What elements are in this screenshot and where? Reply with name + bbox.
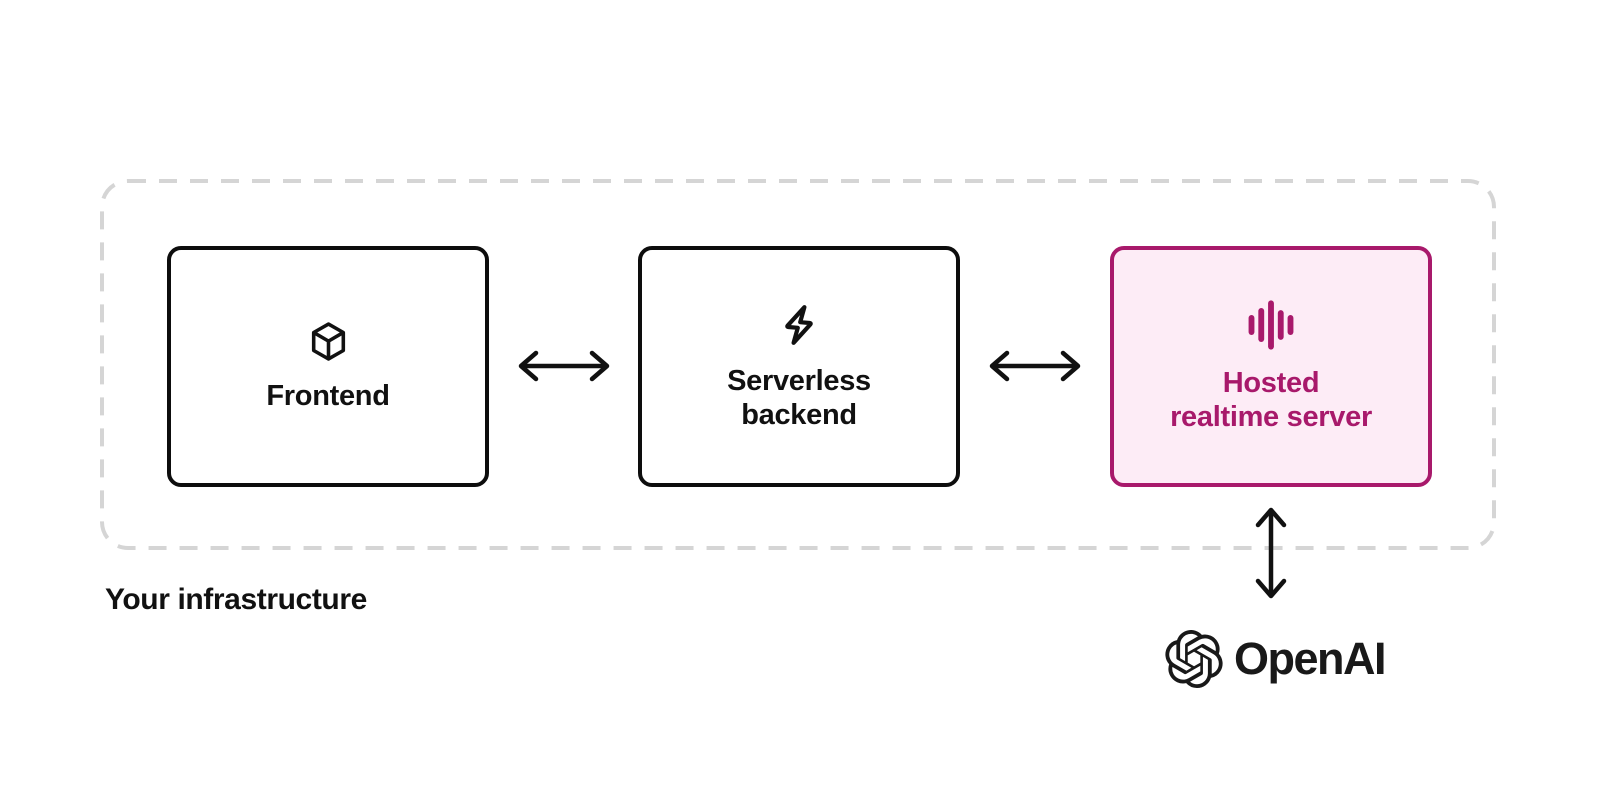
openai-logo-icon (1165, 630, 1223, 688)
bolt-icon (785, 304, 813, 345)
openai-wordmark: OpenAI (1234, 633, 1387, 684)
openai-logo: OpenAI (1165, 630, 1387, 688)
cube-icon (311, 322, 345, 362)
node-frontend: Frontend (167, 246, 489, 487)
node-hosted-realtime-server: Hosted realtime server (1110, 246, 1432, 487)
arrow-backend-realtime (989, 350, 1081, 382)
infrastructure-boundary-label: Your infrastructure (105, 583, 367, 616)
node-label-serverless-backend: Serverless backend (727, 364, 871, 431)
arrow-realtime-openai (1255, 507, 1287, 599)
node-serverless-backend: Serverless backend (638, 246, 960, 487)
waveform-icon (1248, 300, 1294, 350)
node-label-frontend: Frontend (266, 380, 390, 413)
arrow-frontend-backend (518, 350, 610, 382)
node-label-hosted-realtime-server: Hosted realtime server (1170, 366, 1372, 433)
